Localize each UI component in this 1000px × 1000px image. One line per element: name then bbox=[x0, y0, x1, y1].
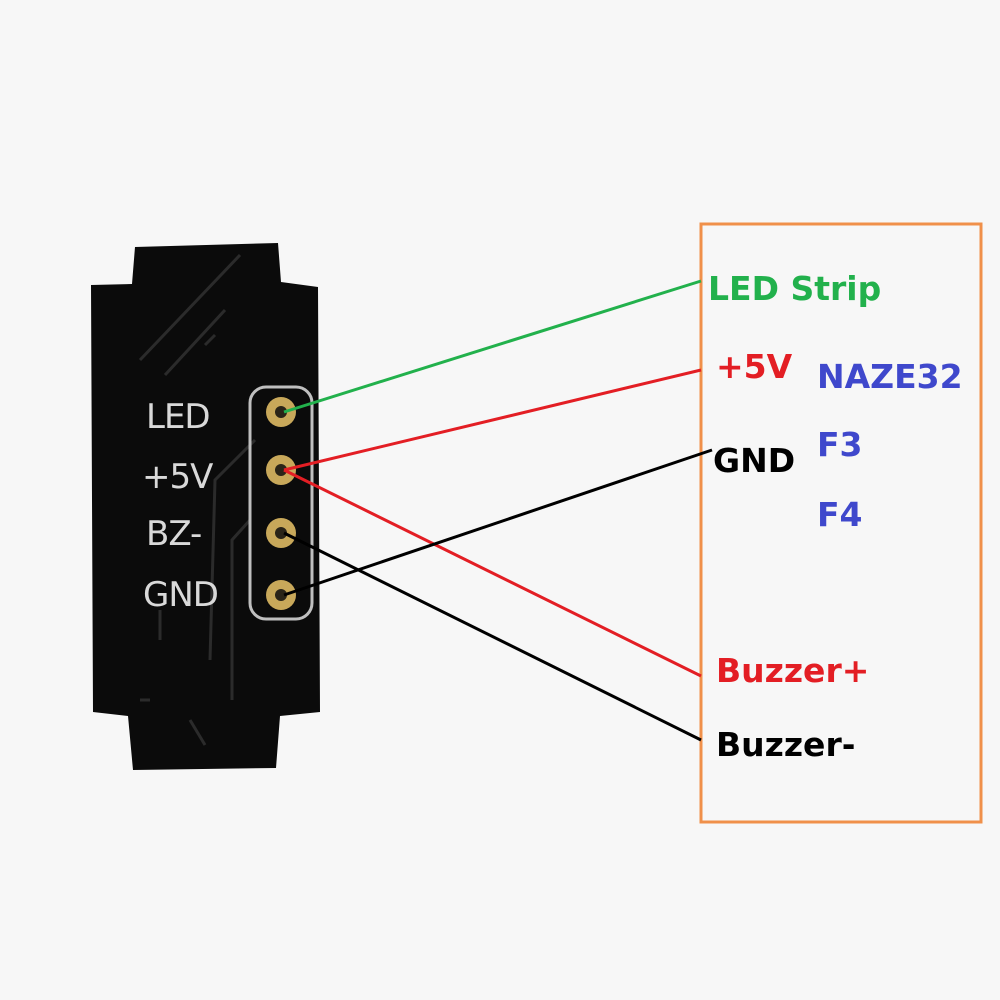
controller-naze32: NAZE32 bbox=[817, 357, 963, 396]
pad-5v bbox=[266, 455, 296, 485]
wires bbox=[283, 279, 713, 742]
pin-header-outline bbox=[248, 385, 314, 621]
pin-label-gnd: GND bbox=[143, 575, 218, 615]
label-5v: +5V bbox=[716, 347, 793, 386]
controller-f4: F4 bbox=[817, 495, 863, 534]
label-buzzer-plus: Buzzer+ bbox=[716, 651, 869, 690]
wire-5v bbox=[283, 368, 702, 472]
pin-label-bz-minus: BZ- bbox=[146, 514, 201, 554]
controller-f3: F3 bbox=[817, 425, 863, 464]
pad-led bbox=[266, 397, 296, 427]
flight-controller-box bbox=[699, 222, 983, 824]
label-led-strip: LED Strip bbox=[708, 269, 881, 308]
label-gnd: GND bbox=[713, 441, 795, 480]
wire-gnd bbox=[283, 448, 713, 597]
wire-led-strip bbox=[283, 279, 702, 414]
label-buzzer-minus: Buzzer- bbox=[716, 725, 855, 764]
pin-label-5v: +5V bbox=[142, 457, 213, 497]
wire-buzzer-plus bbox=[283, 468, 702, 678]
pcb-outline bbox=[91, 243, 320, 770]
pad-bz-minus bbox=[266, 518, 296, 548]
pcb-traces bbox=[138, 253, 257, 746]
pad-gnd bbox=[266, 580, 296, 610]
led-buzzer-board: LED +5V BZ- GND bbox=[91, 243, 320, 770]
wire-buzzer-minus bbox=[283, 531, 702, 742]
pin-label-led: LED bbox=[146, 397, 210, 437]
